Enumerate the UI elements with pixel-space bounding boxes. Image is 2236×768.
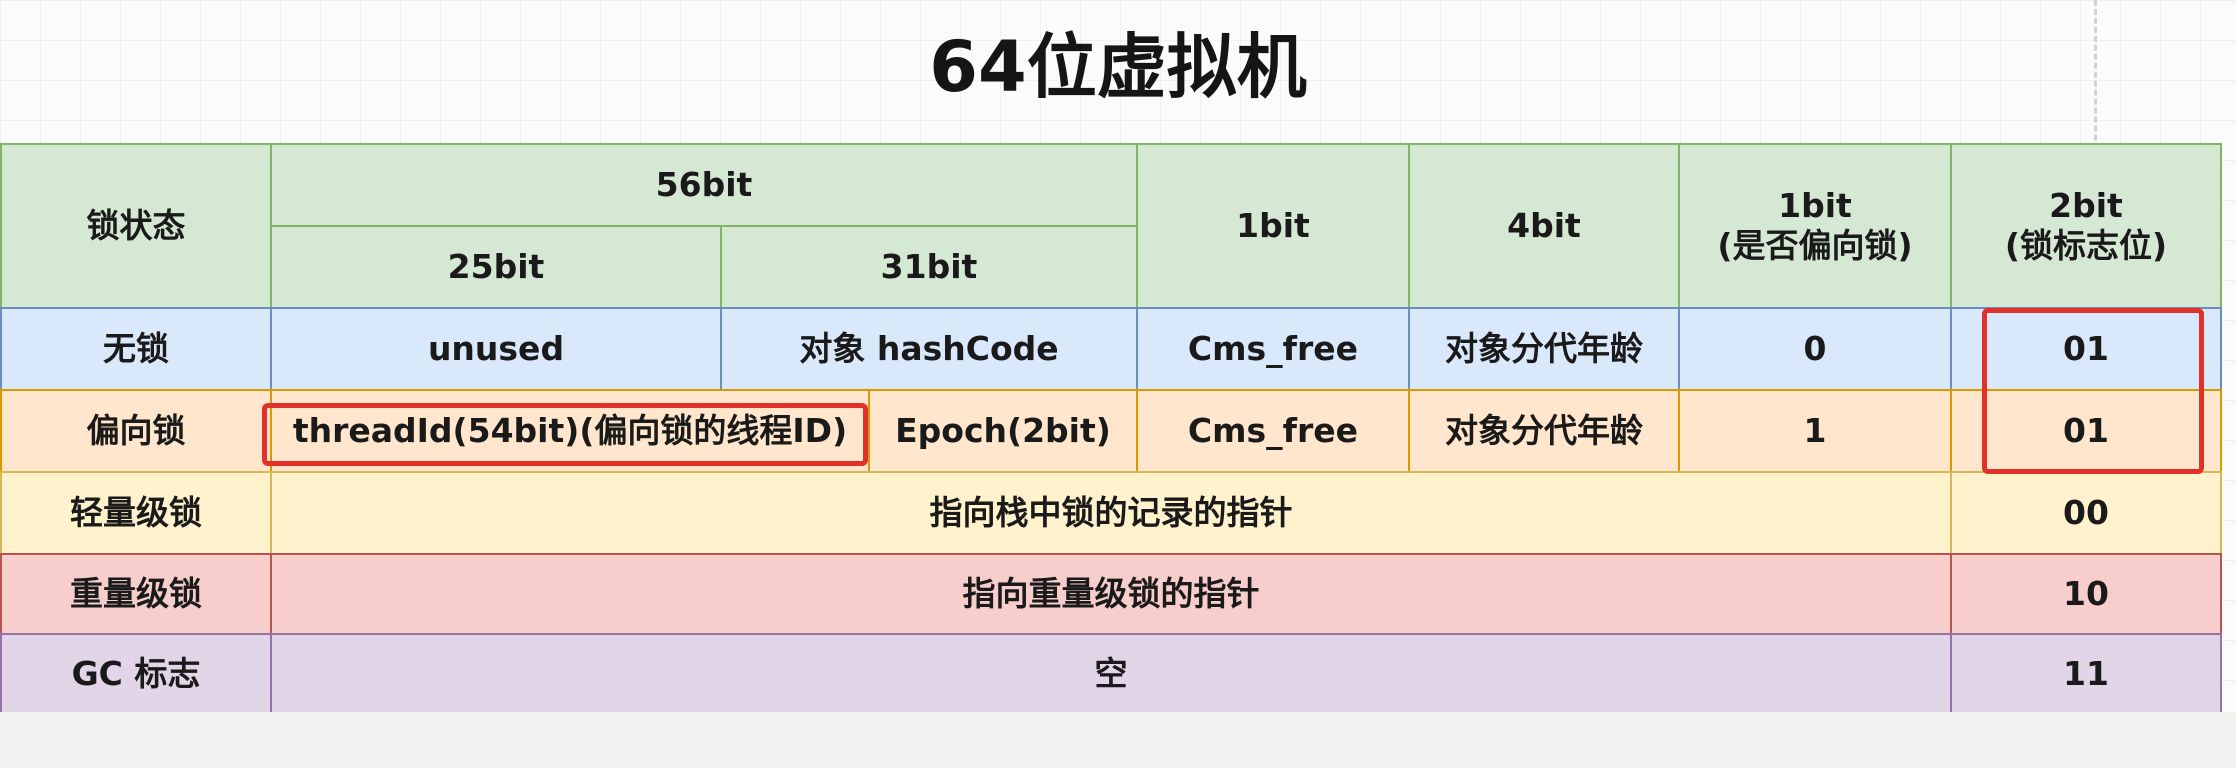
- header-31bit: 31bit: [720, 225, 1138, 309]
- row-unlocked-state-text: 无锁: [103, 328, 169, 368]
- row-unlocked-1bit-text: Cms_free: [1187, 328, 1359, 368]
- row-unlocked-state: 无锁: [0, 307, 272, 391]
- header-4bit: 4bit: [1408, 143, 1680, 309]
- row-lightweight-flag: 00: [1950, 471, 2222, 555]
- header-flag-bit: 2bit (锁标志位): [1950, 143, 2222, 309]
- row-biased-state-text: 偏向锁: [86, 410, 186, 450]
- header-1bit: 1bit: [1136, 143, 1410, 309]
- header-biased-bit: 1bit (是否偏向锁): [1678, 143, 1952, 309]
- header-biased-bit-desc: (是否偏向锁): [1717, 226, 1913, 265]
- flag-bits-highlight-box: [1982, 308, 2204, 474]
- row-heavyweight-flag-text: 10: [2063, 573, 2109, 613]
- row-heavyweight-content: 指向重量级锁的指针: [270, 553, 1952, 635]
- header-56bit: 56bit: [270, 143, 1138, 227]
- row-heavyweight-state-text: 重量级锁: [70, 573, 202, 613]
- header-1bit-text: 1bit: [1236, 205, 1310, 245]
- row-unlocked-biased-text: 0: [1803, 328, 1827, 368]
- row-lightweight-state: 轻量级锁: [0, 471, 272, 555]
- row-unlocked-4bit-text: 对象分代年龄: [1445, 328, 1643, 368]
- row-gc-content-text: 空: [1094, 653, 1128, 693]
- header-25bit: 25bit: [270, 225, 722, 309]
- row-heavyweight-content-text: 指向重量级锁的指针: [962, 573, 1260, 613]
- row-biased-thread-id-text: threadId(54bit)(偏向锁的线程ID): [292, 410, 848, 450]
- header-31bit-text: 31bit: [880, 246, 978, 286]
- row-biased-biased: 1: [1678, 389, 1952, 473]
- row-unlocked-biased: 0: [1678, 307, 1952, 391]
- row-biased-1bit: Cms_free: [1136, 389, 1410, 473]
- row-gc-state-text: GC 标志: [71, 653, 201, 693]
- row-gc-state: GC 标志: [0, 633, 272, 715]
- row-gc-content: 空: [270, 633, 1952, 715]
- row-unlocked-31bit: 对象 hashCode: [720, 307, 1138, 391]
- row-unlocked-4bit: 对象分代年龄: [1408, 307, 1680, 391]
- row-unlocked-31bit-text: 对象 hashCode: [799, 328, 1059, 368]
- header-biased-bit-size: 1bit: [1778, 185, 1852, 225]
- header-lock-state: 锁状态: [0, 143, 272, 309]
- row-heavyweight-flag: 10: [1950, 553, 2222, 635]
- row-biased-flag-text: 01: [2063, 410, 2109, 450]
- row-unlocked-flag-text: 01: [2063, 328, 2109, 368]
- header-56bit-text: 56bit: [655, 164, 753, 204]
- row-gc-flag-text: 11: [2063, 653, 2109, 693]
- row-gc-flag: 11: [1950, 633, 2222, 715]
- row-unlocked-25bit-text: unused: [427, 328, 565, 368]
- row-lightweight-content-text: 指向栈中锁的记录的指针: [929, 492, 1293, 532]
- row-lightweight-flag-text: 00: [2063, 492, 2109, 532]
- row-heavyweight-state: 重量级锁: [0, 553, 272, 635]
- bottom-strip: [0, 712, 2236, 768]
- row-lightweight-state-text: 轻量级锁: [70, 492, 202, 532]
- header-4bit-text: 4bit: [1507, 205, 1581, 245]
- header-flag-bit-size: 2bit: [2049, 185, 2123, 225]
- header-lock-state-text: 锁状态: [86, 205, 186, 245]
- row-biased-state: 偏向锁: [0, 389, 272, 473]
- page-title: 64位虚拟机: [929, 26, 1307, 108]
- row-lightweight-content: 指向栈中锁的记录的指针: [270, 471, 1952, 555]
- row-biased-4bit-text: 对象分代年龄: [1445, 410, 1643, 450]
- row-biased-4bit: 对象分代年龄: [1408, 389, 1680, 473]
- row-biased-epoch: Epoch(2bit): [868, 389, 1138, 473]
- row-unlocked-1bit: Cms_free: [1136, 307, 1410, 391]
- header-flag-bit-desc: (锁标志位): [2004, 226, 2168, 265]
- row-biased-biased-text: 1: [1803, 410, 1827, 450]
- row-unlocked-25bit: unused: [270, 307, 722, 391]
- row-biased-1bit-text: Cms_free: [1187, 410, 1359, 450]
- row-biased-epoch-text: Epoch(2bit): [895, 410, 1111, 450]
- header-25bit-text: 25bit: [447, 246, 545, 286]
- thread-id-highlight-box: [262, 403, 868, 466]
